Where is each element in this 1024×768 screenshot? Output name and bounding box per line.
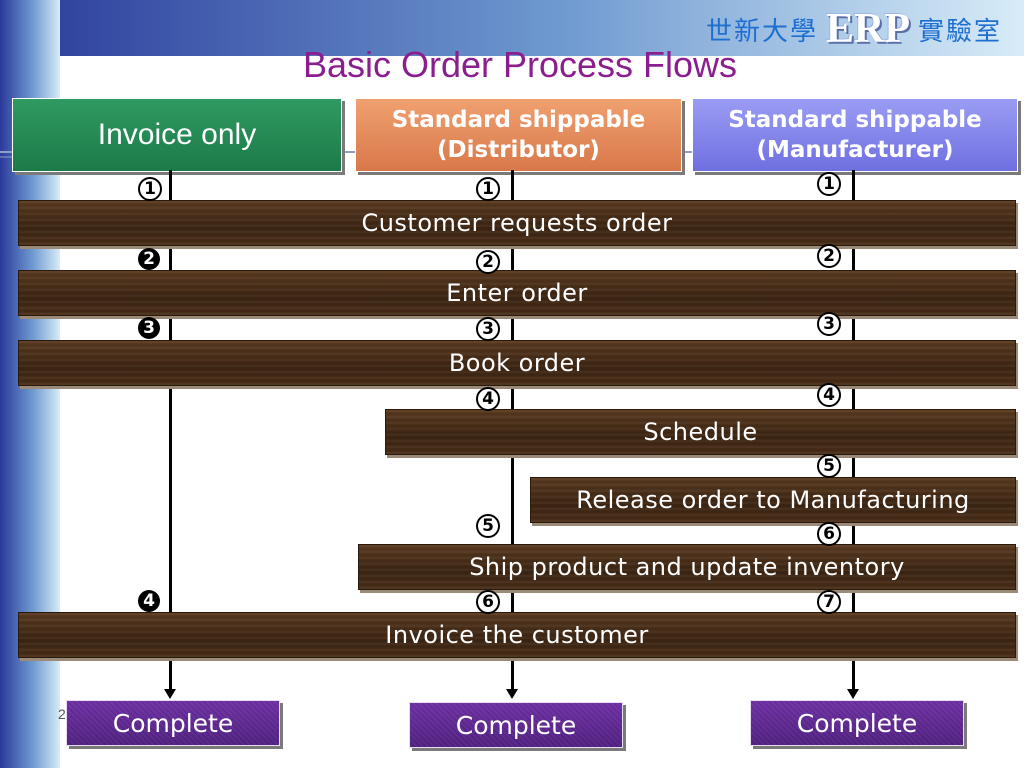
complete-box-distributor: Complete (409, 702, 623, 748)
slide-title: Basic Order Process Flows (302, 44, 738, 85)
step-number-invoice-2: 2 (138, 248, 160, 270)
column-header-manufacturer: Standard shippable (Manufacturer) (692, 98, 1018, 172)
step-number-invoice-3: 3 (138, 317, 160, 339)
step-number-invoice-1: 1 (138, 177, 162, 201)
header-logo: 世新大學 ERP 實驗室 (706, 4, 1002, 54)
step-label: Customer requests order (361, 209, 673, 237)
arrow-down-icon (164, 689, 176, 699)
step-number-manufacturer-1: 1 (817, 172, 841, 196)
step-number-manufacturer-2: 2 (817, 244, 841, 268)
step-number-manufacturer-5: 5 (817, 454, 841, 478)
arrow-down-icon (506, 689, 518, 699)
complete-label: Complete (796, 708, 918, 738)
step-schedule: Schedule (385, 409, 1016, 455)
step-number-manufacturer-6: 6 (817, 522, 841, 546)
university-name: 世新大學 (705, 16, 818, 47)
page-number: 2 (58, 706, 66, 722)
erp-logo-text: ERP (825, 6, 910, 52)
step-book-order: Book order (18, 340, 1016, 386)
complete-box-invoice-only: Complete (66, 700, 280, 746)
step-number-distributor-5: 5 (476, 514, 500, 538)
step-ship-and-update-inventory: Ship product and update inventory (358, 544, 1016, 590)
step-label: Release order to Manufacturing (576, 486, 970, 514)
step-number-manufacturer-4: 4 (817, 383, 841, 407)
arrow-down-icon (847, 689, 859, 699)
complete-label: Complete (112, 708, 234, 738)
complete-box-manufacturer: Complete (750, 700, 964, 746)
column-header-label: Invoice only (97, 118, 257, 151)
step-number-manufacturer-3: 3 (817, 312, 841, 336)
step-number-distributor-6: 6 (476, 590, 500, 614)
step-release-to-manufacturing: Release order to Manufacturing (530, 477, 1016, 523)
lab-name: 實驗室 (917, 16, 1002, 47)
column-header-label: Standard shippable (Manufacturer) (728, 107, 982, 163)
column-header-distributor: Standard shippable (Distributor) (355, 98, 682, 172)
step-customer-requests-order: Customer requests order (18, 200, 1016, 246)
step-invoice-customer: Invoice the customer (18, 612, 1016, 658)
step-number-distributor-4: 4 (476, 387, 500, 411)
column-header-invoice-only: Invoice only (12, 98, 342, 172)
step-label: Schedule (643, 418, 758, 446)
complete-label: Complete (455, 710, 577, 740)
step-label: Invoice the customer (385, 621, 649, 649)
flow-line-invoice-only (169, 170, 172, 690)
step-label: Ship product and update inventory (469, 553, 905, 581)
step-number-manufacturer-7: 7 (817, 590, 841, 614)
step-number-distributor-1: 1 (476, 177, 500, 201)
step-number-distributor-3: 3 (476, 317, 500, 341)
step-number-invoice-4: 4 (138, 590, 160, 612)
column-header-label: Standard shippable (Distributor) (391, 107, 646, 163)
step-label: Enter order (446, 279, 588, 307)
step-label: Book order (448, 349, 586, 377)
step-enter-order: Enter order (18, 270, 1016, 316)
step-number-distributor-2: 2 (476, 250, 500, 274)
